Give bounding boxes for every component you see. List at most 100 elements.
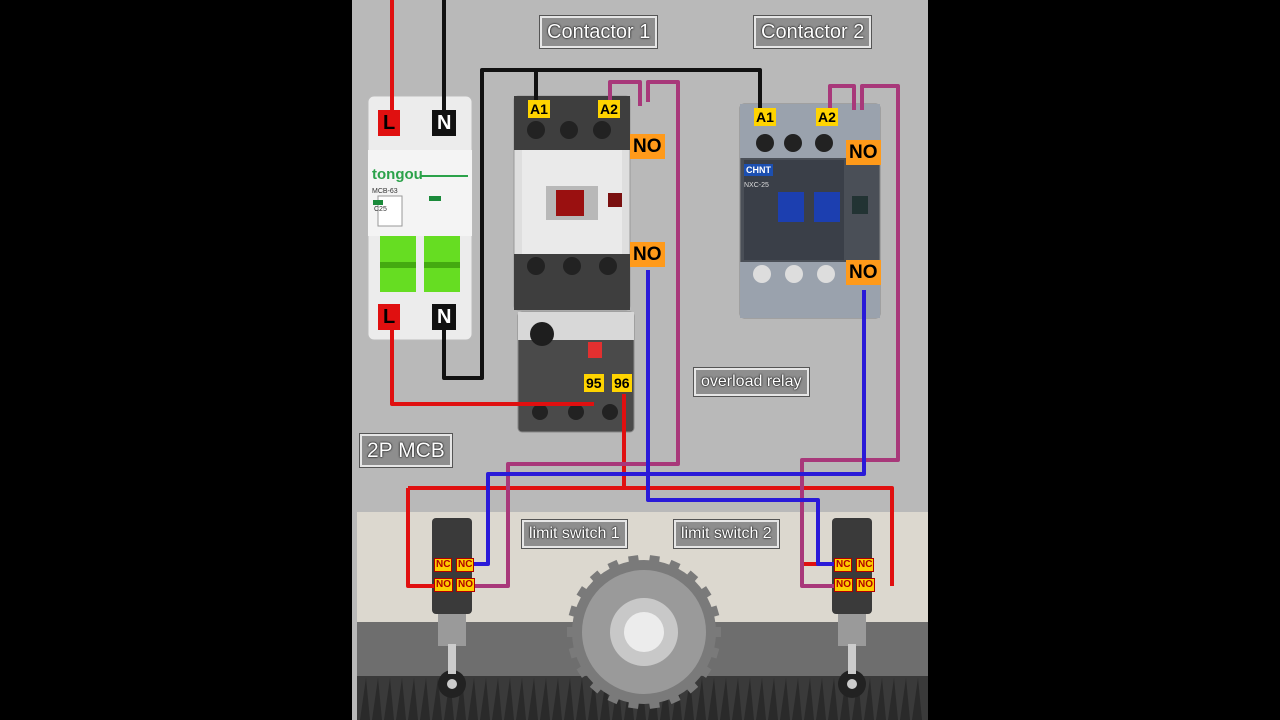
rack-tooth <box>852 678 862 720</box>
neutral-wire-feed <box>442 68 762 380</box>
gear-tooth <box>589 679 604 694</box>
rack-tooth <box>804 678 814 720</box>
overload-relay-device <box>517 311 635 433</box>
sw2-nc-left-tag: NC <box>834 558 853 572</box>
gear-tooth <box>628 555 640 567</box>
sw1-no-left-tag: NO <box>434 578 453 592</box>
sw1-nc-right-tag: NC <box>456 558 475 572</box>
mcb-rating: C25 <box>374 206 387 213</box>
contactor2-label: Contactor 2 <box>754 16 872 48</box>
gear-tooth <box>667 559 681 574</box>
contactor1-a1-tag: A1 <box>528 100 550 118</box>
rack-tooth <box>480 678 490 720</box>
mcb-top-l-tag: L <box>378 110 401 136</box>
gear-tooth <box>706 605 720 618</box>
rack-tooth <box>408 678 418 720</box>
gear-tooth <box>567 627 577 637</box>
rack-tooth <box>708 678 718 720</box>
mcb-model: MCB-63 <box>372 188 398 195</box>
control-wire-c1-a2 <box>608 80 642 106</box>
rack-tooth <box>492 678 502 720</box>
gear-tooth <box>576 664 591 678</box>
gear-icon <box>572 560 716 704</box>
rack-tooth <box>468 678 478 720</box>
mcb-device <box>367 95 473 341</box>
contactor1-no-top-tag: NO <box>630 134 665 159</box>
overload-96-tag: 96 <box>612 374 632 392</box>
rack-tooth <box>432 678 442 720</box>
contactor2-no-bottom-tag: NO <box>846 260 881 285</box>
overload-relay-label: overload relay <box>694 368 809 396</box>
gear-tooth <box>684 679 699 694</box>
mcb-brand: tongou <box>372 166 423 183</box>
rack-tooth <box>816 678 826 720</box>
rack-tooth <box>792 678 802 720</box>
contactor1-no-bottom-tag: NO <box>630 242 665 267</box>
gear-tooth <box>607 559 621 574</box>
rack-tooth <box>528 678 538 720</box>
gear-tooth <box>711 627 721 637</box>
sw1-no-right-tag: NO <box>456 578 475 592</box>
rack-tooth <box>876 678 886 720</box>
rack-tooth <box>900 678 910 720</box>
contactor2-no-top-tag: NO <box>846 140 881 165</box>
contactor1-label: Contactor 1 <box>540 16 658 48</box>
overload-95-tag: 95 <box>584 374 604 392</box>
rack-tooth <box>732 678 742 720</box>
gear-tooth <box>648 697 660 709</box>
rack-tooth <box>696 678 706 720</box>
rack-tooth <box>552 678 562 720</box>
gear-tooth <box>684 570 699 585</box>
rack-tooth <box>516 678 526 720</box>
mcb-bottom-l-tag: L <box>378 304 401 330</box>
contactor1-a2-tag: A2 <box>598 100 620 118</box>
contactor2-brand: CHNT <box>744 164 773 176</box>
rack-tooth <box>600 678 610 720</box>
control-wire-blue-1 <box>646 270 838 566</box>
gear-tooth <box>667 690 681 705</box>
gear-tooth <box>706 646 720 659</box>
contactor2-device <box>739 103 881 319</box>
rack-tooth <box>756 678 766 720</box>
sw1-nc-left-tag: NC <box>434 558 453 572</box>
rack-tooth <box>360 678 370 720</box>
rack-tooth <box>864 678 874 720</box>
rack-teeth <box>360 678 922 720</box>
mcb-bottom-n-tag: N <box>432 304 457 330</box>
sw2-nc-right-tag: NC <box>856 558 875 572</box>
gear-tooth <box>568 646 582 659</box>
rack-tooth <box>588 678 598 720</box>
rack-tooth <box>768 678 778 720</box>
rack-tooth <box>780 678 790 720</box>
gear-tooth <box>697 664 712 678</box>
rack-tooth <box>444 678 454 720</box>
gear-tooth <box>628 697 640 709</box>
control-wire-c2-no <box>800 84 900 588</box>
mcb-top-n-tag: N <box>432 110 457 136</box>
phase-wire-to-overload <box>390 330 594 406</box>
limit-switch-2-label: limit switch 2 <box>674 520 779 548</box>
mcb-label: 2P MCB <box>360 434 452 467</box>
control-wire-c1-no <box>470 80 680 588</box>
gear-tooth <box>576 586 591 600</box>
gear-tooth <box>648 555 660 567</box>
rack-tooth <box>384 678 394 720</box>
control-wire-c2-a2 <box>828 84 856 110</box>
contactor2-a1-tag: A1 <box>754 108 776 126</box>
wiring-diagram: Contactor 1 Contactor 2 overload relay 2… <box>352 0 928 720</box>
gear-teeth <box>567 555 721 709</box>
contactor2-a2-tag: A2 <box>816 108 838 126</box>
contactor1-device <box>513 95 631 311</box>
rack-tooth <box>684 678 694 720</box>
rack-tooth <box>912 678 922 720</box>
control-wire-blue-2 <box>470 290 866 566</box>
gear-tooth <box>607 690 621 705</box>
rack-tooth <box>456 678 466 720</box>
rack-tooth <box>720 678 730 720</box>
rack-tooth <box>564 678 574 720</box>
rack-tooth <box>504 678 514 720</box>
sw2-no-left-tag: NO <box>834 578 853 592</box>
limit-switch-1-label: limit switch 1 <box>522 520 627 548</box>
rack-tooth <box>744 678 754 720</box>
rack-tooth <box>420 678 430 720</box>
